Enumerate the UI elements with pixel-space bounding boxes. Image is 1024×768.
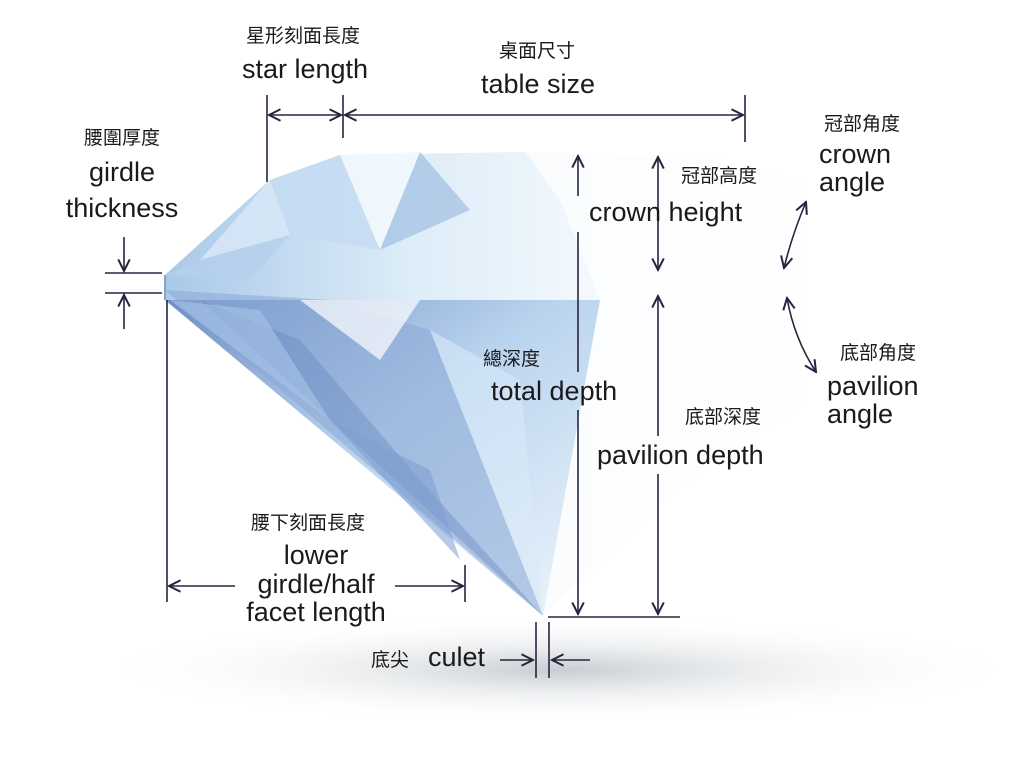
pavilion-angle-label-en-2: angle [827,399,894,429]
pavilion-angle-label-en-1: pavilion [827,371,919,401]
lower-girdle-label-en-1: lower [283,540,349,570]
crown-angle-label-zh: 冠部角度 [823,113,901,135]
culet-label-zh: 底尖 [371,649,410,671]
girdle-thickness-label-en-2: thickness [65,193,179,223]
crown-height-label-zh: 冠部高度 [681,165,758,187]
lower-girdle-label-en-2: girdle/half [257,569,375,599]
pavilion-depth-label-zh: 底部深度 [685,406,762,428]
diamond-shadow [90,615,1024,725]
total-depth-label-en: total depth [491,376,618,406]
table-size-label-en: table size [480,69,596,99]
pavilion-angle-label-zh: 底部角度 [840,342,917,364]
girdle-thickness-label-zh: 腰圍厚度 [83,127,161,149]
pavilion-depth-label-en: pavilion depth [597,440,764,470]
girdle-thickness-label-en-1: girdle [88,157,156,187]
crown-angle-label-en-2: angle [819,167,886,197]
crown-height-label-en: crown height [589,197,743,227]
culet-label-en: culet [428,642,486,672]
star-length-label-zh: 星形刻面長度 [245,25,361,47]
lower-girdle-label-zh: 腰下刻面長度 [250,512,366,534]
star-length-label-en: star length [241,54,369,84]
lower-girdle-label-en-3: facet length [246,597,386,627]
crown-angle-arc [784,202,806,268]
crown-angle-label-en-1: crown [819,139,892,169]
diamond-image [164,152,915,616]
total-depth-label-zh: 總深度 [483,348,541,370]
table-size-label-zh: 桌面尺寸 [498,40,576,62]
pavilion-angle-arc [787,298,816,372]
